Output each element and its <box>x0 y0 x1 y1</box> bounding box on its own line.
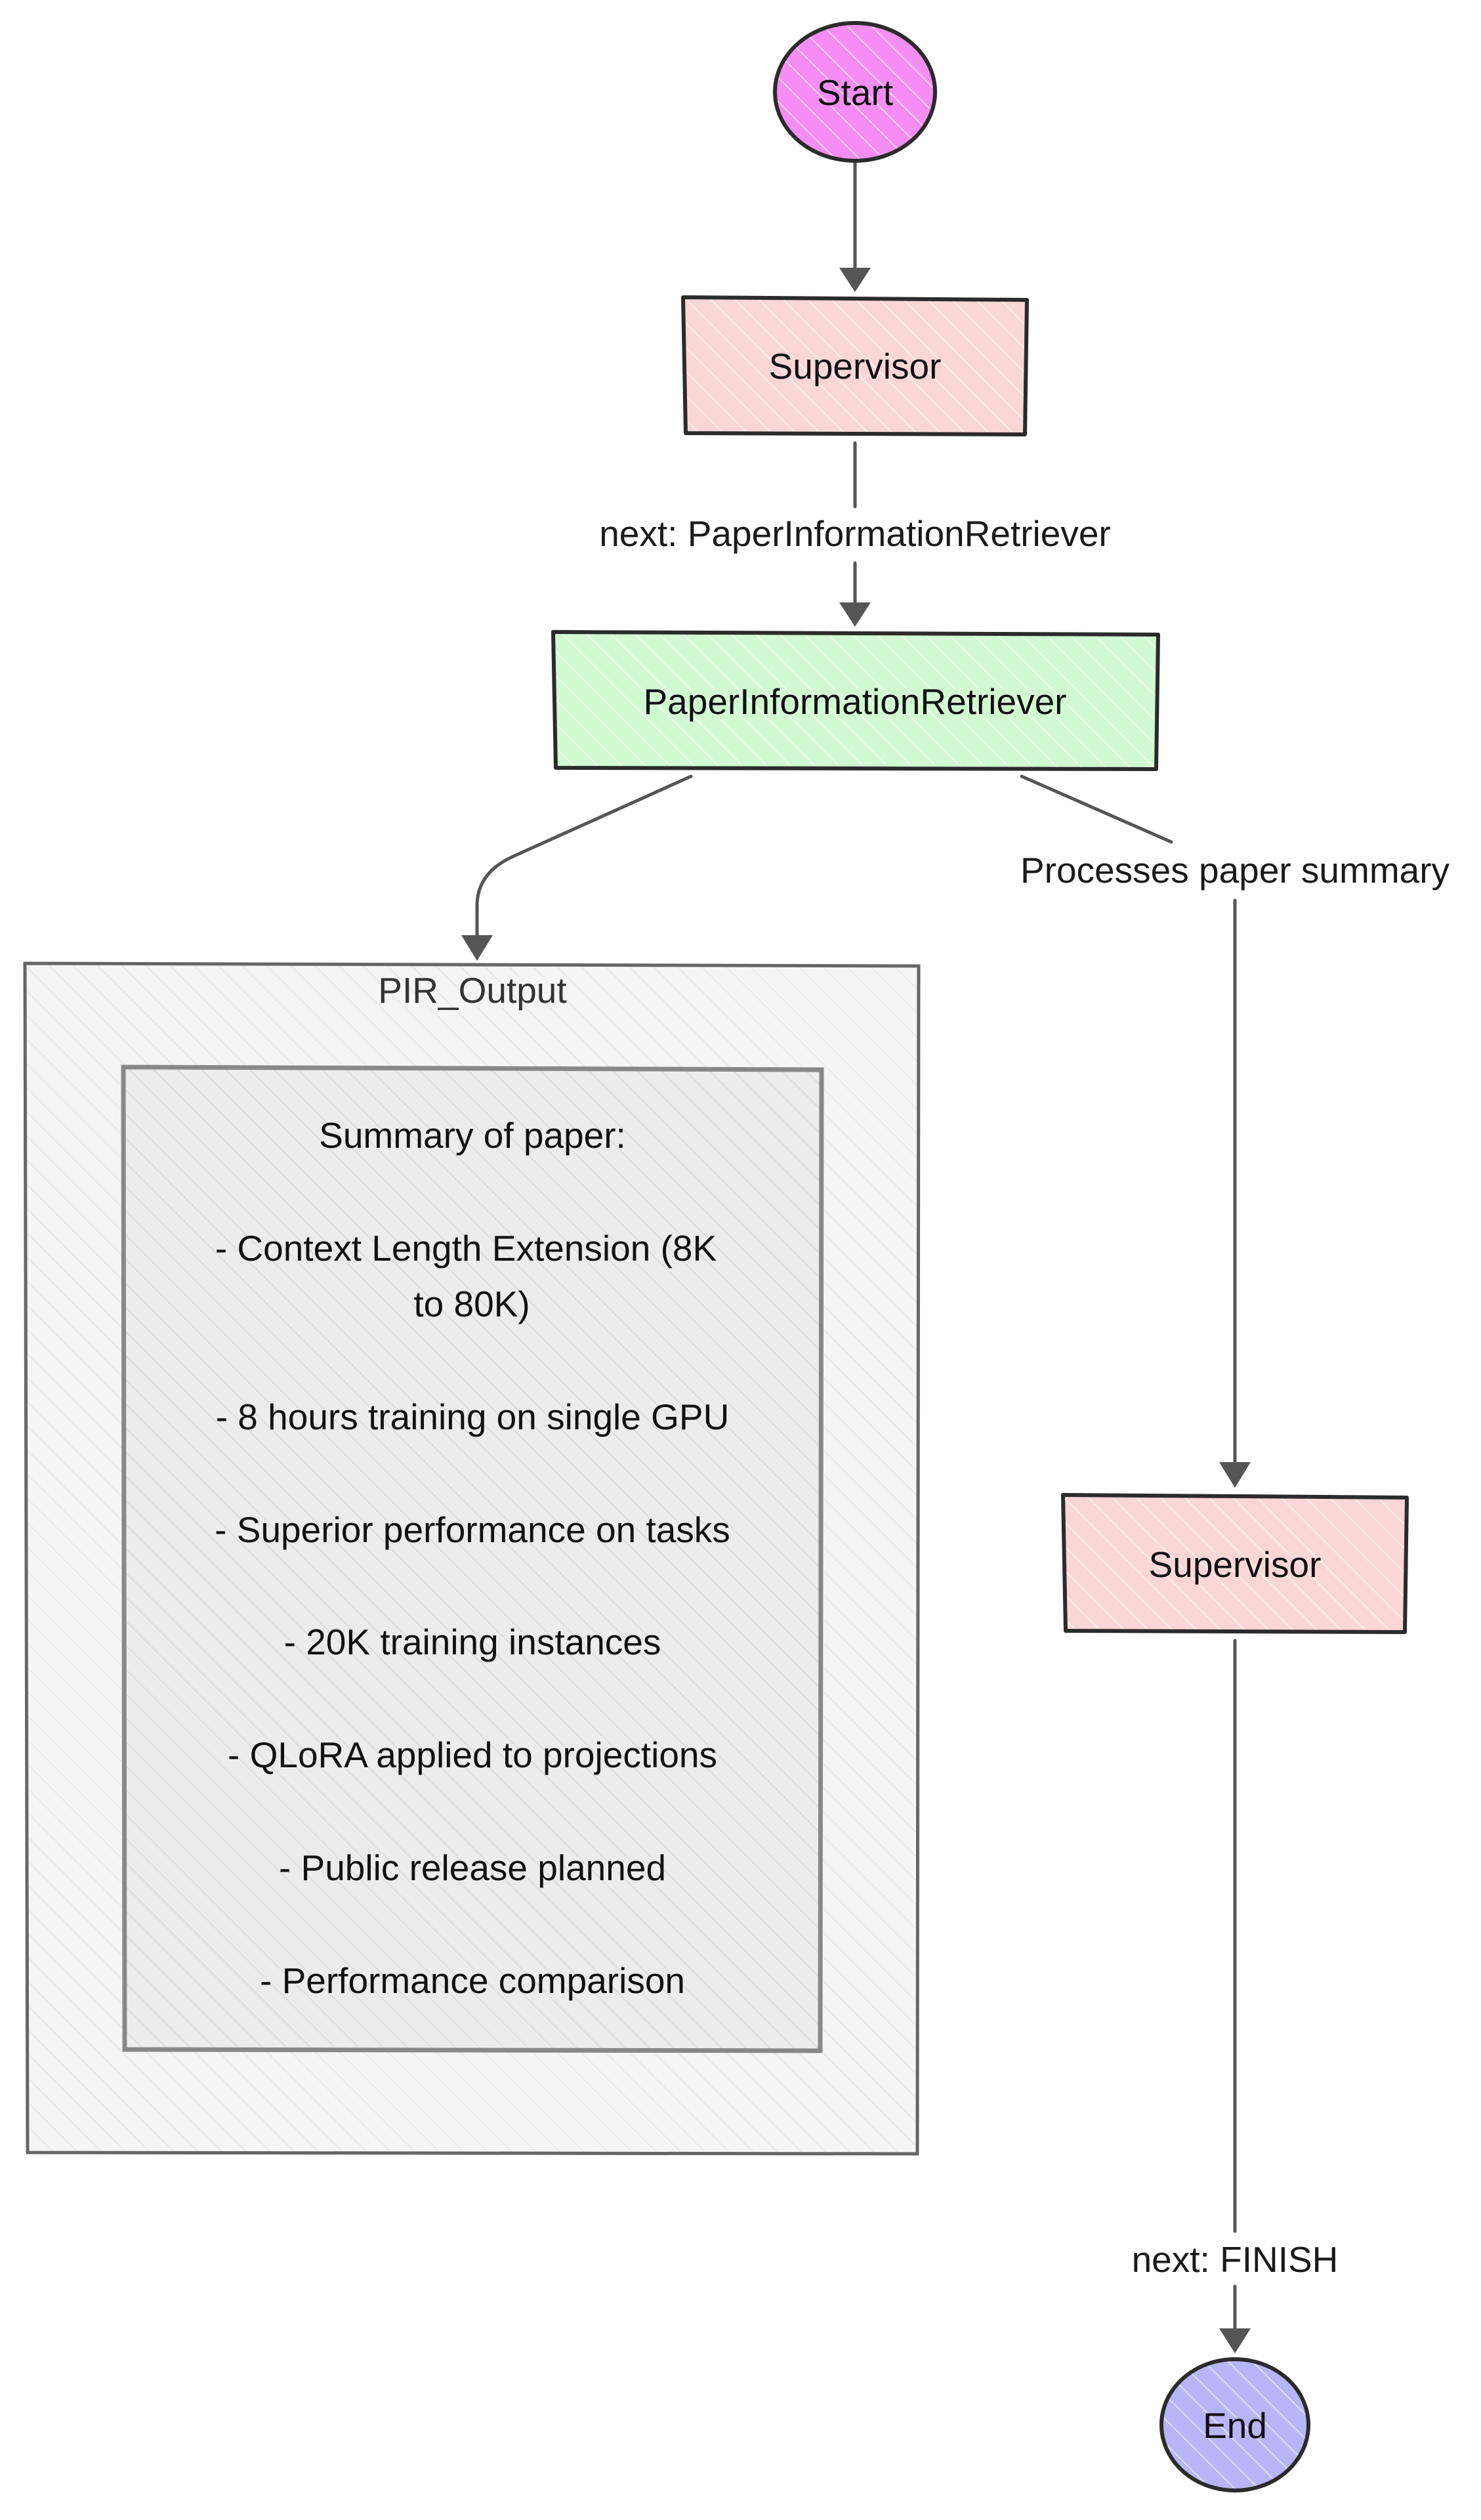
arrowhead-icon <box>461 935 493 961</box>
summary-line: - 20K training instances <box>284 1622 661 1662</box>
edge-label-next-finish: next: FINISH <box>1132 2239 1339 2280</box>
edge-label-processes: Processes paper summary <box>1020 850 1450 891</box>
arrowhead-icon <box>839 602 871 627</box>
node-paper-information-retriever-label: PaperInformationRetriever <box>643 681 1066 722</box>
summary-line: - 8 hours training on single GPU <box>216 1396 730 1437</box>
node-paper-information-retriever[interactable]: PaperInformationRetriever <box>551 630 1160 771</box>
node-start[interactable]: Start <box>773 21 937 163</box>
edge-start-to-supervisor <box>839 158 871 292</box>
arrowhead-icon <box>1219 1462 1251 1488</box>
summary-line: - QLoRA applied to projections <box>228 1734 717 1775</box>
summary-line: - Superior performance on tasks <box>215 1509 730 1550</box>
summary-note[interactable]: Summary of paper: - Context Length Exten… <box>121 1064 824 2053</box>
summary-line: - Public release planned <box>279 1847 666 1888</box>
arrowhead-icon <box>1219 2328 1251 2353</box>
group-pir-output: PIR_Output Summary of paper: - Context L… <box>23 961 921 2156</box>
node-supervisor-2[interactable]: Supervisor <box>1061 1493 1409 1634</box>
summary-line: - Context Length Extension (8K <box>215 1228 717 1269</box>
node-supervisor-2-label: Supervisor <box>1149 1544 1322 1585</box>
edge-retriever-to-supervisor <box>1020 774 1251 1488</box>
edge-supervisor-to-retriever <box>839 441 871 627</box>
edge-retriever-to-output <box>461 774 693 961</box>
arrowhead-icon <box>839 268 871 292</box>
summary-line: Summary of paper: <box>319 1115 626 1156</box>
edge-supervisor-to-end <box>1219 1639 1251 2353</box>
edge-label-next-retriever: next: PaperInformationRetriever <box>599 513 1111 554</box>
node-supervisor-1-label: Supervisor <box>769 346 942 387</box>
node-supervisor-1[interactable]: Supervisor <box>681 295 1029 436</box>
group-pir-output-title: PIR_Output <box>378 970 566 1011</box>
node-end[interactable]: End <box>1159 2357 1310 2492</box>
summary-line: - Performance comparison <box>260 1960 685 2001</box>
summary-line: to 80K) <box>413 1284 530 1324</box>
node-start-label: Start <box>817 72 893 113</box>
node-end-label: End <box>1203 2405 1267 2446</box>
